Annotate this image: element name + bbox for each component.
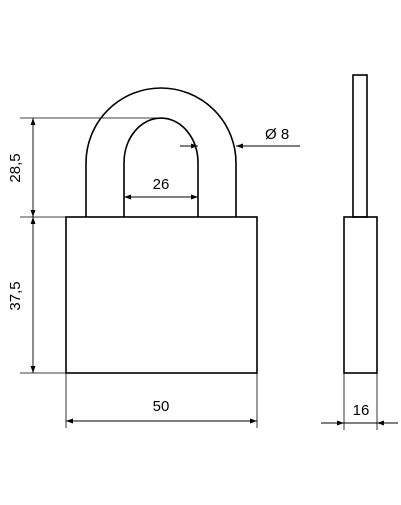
- shackle-outline: [85, 87, 237, 217]
- lock-body: [65, 216, 258, 374]
- body-thickness-label: 16: [353, 402, 370, 419]
- diameter-label: Ø 8: [265, 126, 289, 143]
- dimension-lines: [30, 118, 398, 426]
- side-shackle: [352, 74, 368, 218]
- side-body: [343, 216, 378, 374]
- body-width-label: 50: [153, 398, 170, 415]
- padlock-front-view: [65, 87, 258, 374]
- padlock-side-view: [343, 74, 378, 374]
- shackle-height-label: 28,5: [7, 153, 24, 182]
- extension-lines: [20, 117, 378, 430]
- body-height-label: 37,5: [7, 281, 24, 310]
- shackle-inner-outline: [123, 117, 199, 217]
- inner-width-label: 26: [153, 176, 170, 193]
